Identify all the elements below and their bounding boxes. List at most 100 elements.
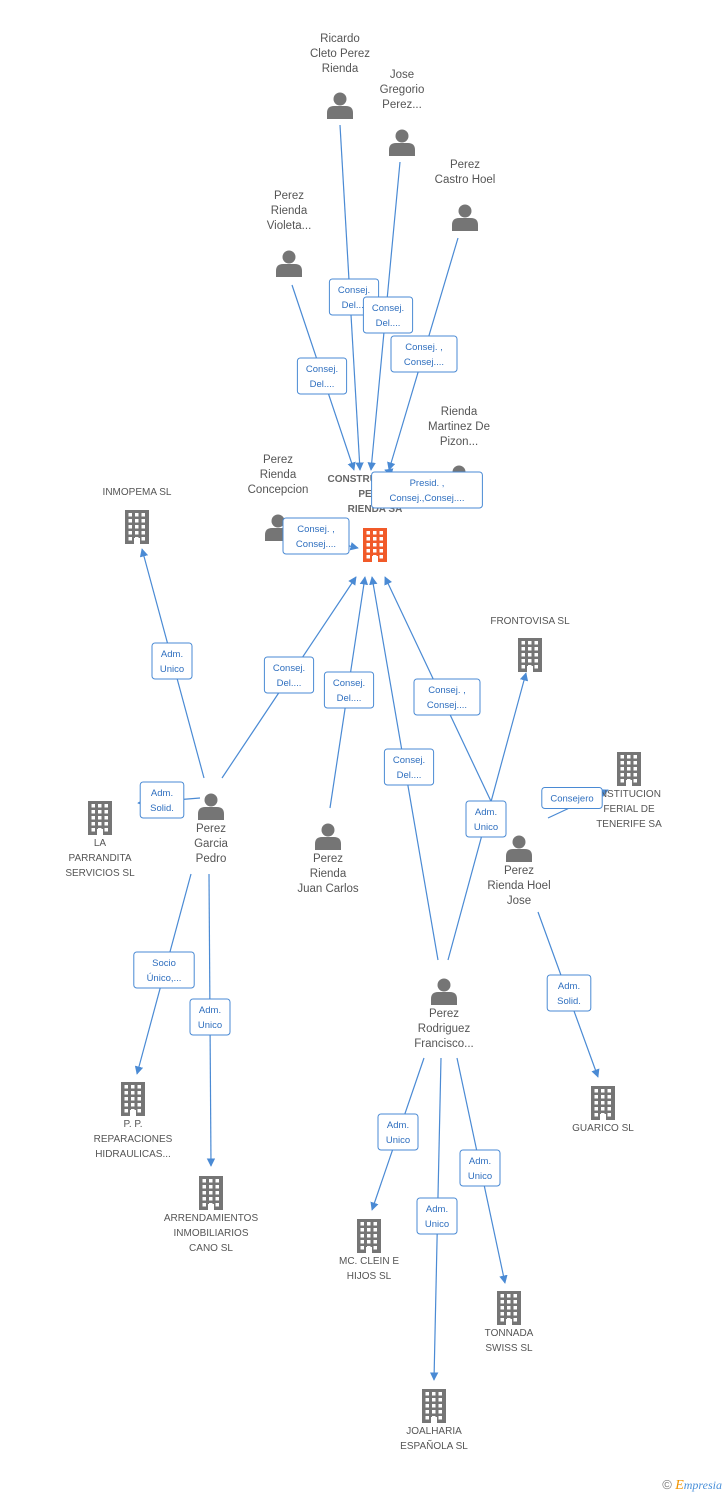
edge-label-garcia-to-main[interactable]: Consej.Del....: [263, 656, 315, 694]
edge-label-text: Consej. ,: [428, 685, 466, 696]
edge-label-text: Presid. ,: [410, 478, 445, 489]
edge-label-text: Socio: [152, 958, 176, 969]
edge-label-text: Consej. ,: [297, 524, 335, 535]
person-icon: [315, 823, 341, 850]
edge-label-concepcion-to-main[interactable]: Consej. ,Consej....: [282, 517, 350, 555]
node-label: REPARACIONES: [94, 1134, 173, 1145]
edge-label-garcia-to-laparrandita[interactable]: Adm. Solid.: [139, 781, 185, 819]
node-label: Perez: [196, 823, 226, 835]
edge-label-garcia-to-inmopema[interactable]: Adm. Unico: [151, 642, 193, 680]
edge-label-text: Consej....: [427, 700, 467, 711]
person-node-violeta[interactable]: PerezRiendaVioleta...: [267, 190, 312, 277]
brand-rest: mpresia: [683, 1478, 722, 1492]
building-icon: [88, 801, 112, 835]
nodes-layer: CONSTRUCCIONESPEREZRIENDA SARicardoCleto…: [65, 33, 662, 1452]
empresia-logo[interactable]: Empresia: [675, 1478, 722, 1493]
building-icon: [518, 638, 542, 672]
node-label: Perez: [450, 159, 480, 171]
edge-label-rodriguez-to-main[interactable]: Consej.Del....: [383, 748, 435, 786]
node-label: Jose: [507, 895, 531, 907]
edge-label-text: Adm.: [387, 1120, 409, 1131]
person-icon: [452, 204, 478, 231]
company-node-inmopema[interactable]: INMOPEMA SL: [103, 487, 172, 544]
node-label: Rienda Hoel: [487, 880, 550, 892]
company-node-pp[interactable]: P. P.REPARACIONESHIDRAULICAS...: [94, 1082, 173, 1160]
edge-label-violeta-to-main[interactable]: Consej.Del....: [296, 357, 348, 395]
edge-label-text: Único,...: [147, 973, 182, 984]
edge-label-rodriguez-to-tonnada[interactable]: Adm.Unico: [459, 1149, 501, 1187]
node-label: JOALHARIA: [406, 1426, 462, 1437]
edge-label-text: Adm.: [151, 788, 173, 799]
company-node-guarico[interactable]: GUARICO SL: [572, 1086, 634, 1134]
node-label: Pizon...: [440, 436, 478, 448]
node-label: TONNADA: [485, 1328, 534, 1339]
edge-label-text: Adm.: [475, 807, 497, 818]
edge-label-hoeljose-to-guarico[interactable]: Adm.Solid.: [546, 974, 592, 1012]
edge-label-juancarlos-to-main[interactable]: Consej.Del....: [323, 671, 375, 709]
edge-label-text: Del....: [397, 770, 422, 781]
edge-label-martinez-to-main[interactable]: Presid. , Consej.,Consej....: [371, 471, 483, 509]
person-icon: [276, 250, 302, 277]
edge-label-text: Del....: [342, 300, 367, 311]
edge-label-text: Consej.: [372, 303, 404, 314]
edge-label-rodriguez-to-frontovisa[interactable]: Adm. Unico: [465, 800, 507, 838]
edge-label-hoeljose-to-main[interactable]: Consej. , Consej....: [413, 678, 481, 716]
building-icon: [422, 1389, 446, 1423]
edge-label-hoeljose-to-institucion[interactable]: Consejero: [541, 787, 603, 809]
edge-label-castro-to-main[interactable]: Consej. ,Consej....: [390, 335, 458, 373]
node-label: Perez: [313, 853, 343, 865]
node-label: Perez: [429, 1008, 459, 1020]
node-label: PARRANDITA: [69, 853, 132, 864]
edge-label-text: Consejero: [550, 794, 593, 805]
node-label: FRONTOVISA SL: [490, 616, 570, 627]
edge-label-text: Consej.: [306, 364, 338, 375]
edge-label-text: Consej.,Consej....: [390, 493, 465, 504]
edge-label-text: Consej.: [273, 663, 305, 674]
node-label: INMOPEMA SL: [103, 487, 172, 498]
node-label: Rodriguez: [418, 1023, 471, 1035]
edge-label-garcia-to-pp[interactable]: SocioÚnico,...: [133, 951, 195, 989]
node-label: TENERIFE SA: [596, 819, 662, 830]
footer-brand: © Empresia: [662, 1477, 722, 1494]
node-label: LA: [94, 838, 107, 849]
edge-label-text: Adm.: [426, 1204, 448, 1215]
node-label: Ricardo: [320, 33, 360, 45]
building-icon: [199, 1176, 223, 1210]
person-node-jose_gregorio[interactable]: JoseGregorioPerez...: [380, 69, 425, 156]
edge-label-rodriguez-to-joalharia[interactable]: Adm. Unico: [416, 1197, 458, 1235]
node-label: Violeta...: [267, 220, 312, 232]
edge-label-text: Consej.: [333, 678, 365, 689]
node-label: INSTITUCION: [597, 789, 661, 800]
node-label: Perez...: [382, 99, 422, 111]
node-label: INMOBILIARIOS: [173, 1228, 248, 1239]
edge-label-text: Adm.: [161, 649, 183, 660]
company-node-frontovisa[interactable]: FRONTOVISA SL: [490, 616, 570, 672]
node-label: MC. CLEIN E: [339, 1256, 399, 1267]
edge-labels-layer: Consej.Del....Consej.Del....Consej. ,Con…: [133, 278, 603, 1235]
edge-label-text: Unico: [198, 1020, 222, 1031]
building-icon: [617, 752, 641, 786]
edge-label-text: Unico: [425, 1219, 449, 1230]
edge-label-text: Solid.: [150, 803, 174, 814]
person-icon: [198, 793, 224, 820]
building-icon: [125, 510, 149, 544]
edge-label-jose_gregorio-to-main[interactable]: Consej.Del....: [362, 296, 414, 334]
edge-label-text: Unico: [160, 664, 184, 675]
edge-label-text: Unico: [474, 822, 498, 833]
edge-label-text: Consej.: [338, 285, 370, 296]
edge-label-rodriguez-to-mcclein[interactable]: Adm.Unico: [377, 1113, 419, 1151]
person-node-rodriguez[interactable]: PerezRodriguezFrancisco...: [414, 978, 474, 1051]
edge-label-garcia-to-arrend[interactable]: Adm.Unico: [189, 998, 231, 1036]
